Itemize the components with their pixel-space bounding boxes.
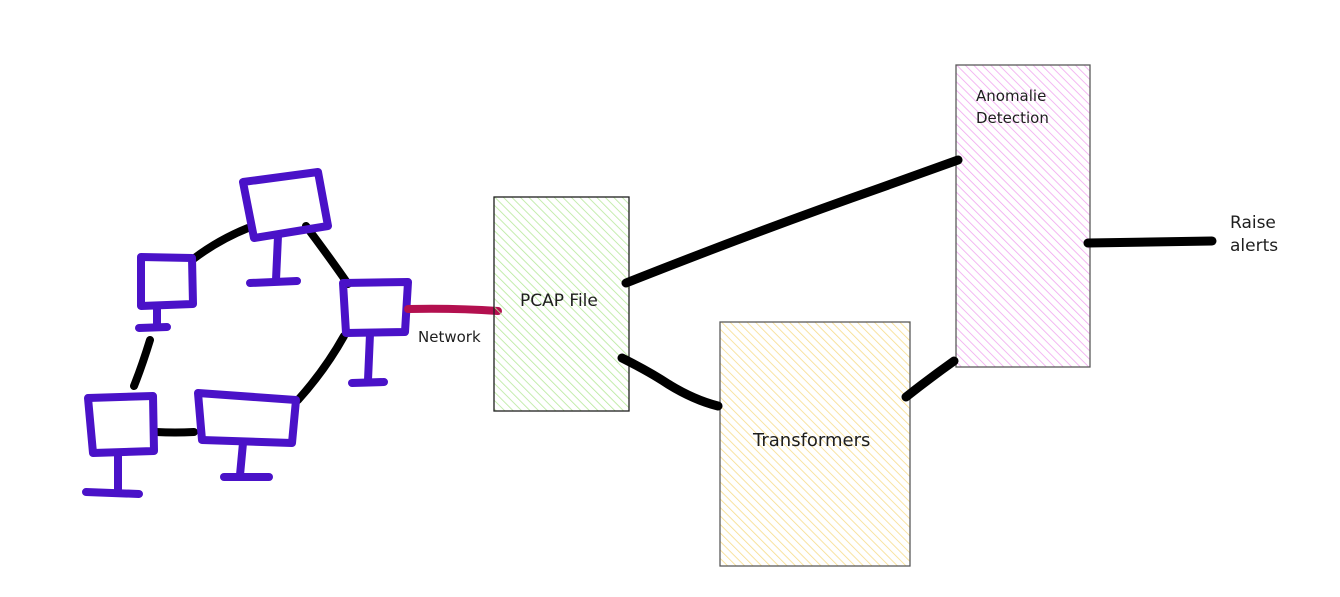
- computer-monitor-icon: [135, 253, 197, 332]
- connector-m1-m2: [188, 224, 252, 264]
- anomaly-detection-box: Anomalie Detection: [955, 64, 1091, 368]
- connector-transformers-anomaly: [901, 356, 959, 402]
- connector-m1-m4: [130, 336, 154, 390]
- computer-monitor-icon: [82, 392, 158, 498]
- connector-anomaly-alerts: [1083, 236, 1217, 248]
- pcap-file-label: PCAP File: [520, 291, 598, 311]
- connector-pcap-transformers: [617, 353, 723, 411]
- connector-m4-m5: [152, 428, 198, 437]
- connector-pcap-anomaly: [621, 155, 963, 288]
- transformers-label: Transformers: [752, 430, 870, 451]
- connector-m2-m3: [302, 222, 352, 288]
- pcap-file-box: PCAP File: [493, 196, 630, 412]
- connector-m5-m6: [294, 332, 348, 404]
- flow-connectors: [617, 155, 1217, 411]
- computer-monitor-icon: [194, 389, 300, 481]
- computer-monitor-icon: [339, 278, 412, 387]
- network-label: Network: [418, 328, 481, 346]
- raise-alerts-label-line2: alerts: [1230, 236, 1278, 256]
- anomaly-detection-label-line1: Anomalie: [976, 87, 1046, 105]
- transformers-box: Transformers: [719, 321, 911, 567]
- network-link: [404, 304, 502, 315]
- monitors: [82, 168, 412, 498]
- anomaly-detection-label-line2: Detection: [976, 109, 1049, 127]
- computer-monitor-icon: [239, 168, 332, 287]
- raise-alerts-label-line1: Raise: [1230, 213, 1276, 233]
